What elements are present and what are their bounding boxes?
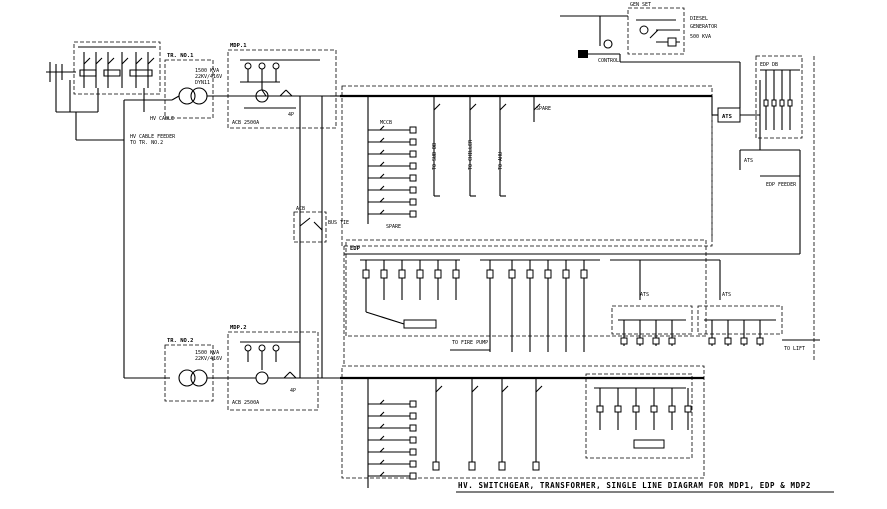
mdp1-feeder-column: MCCB SPARE — [367, 96, 417, 230]
edp-label: EDP — [350, 246, 361, 252]
mdp2-feeder-column — [367, 378, 417, 488]
transformer-1: TR. NO.1 1500 KVA 22KV/416V DYN11 — [164, 53, 230, 119]
svg-text:GEN SET: GEN SET — [630, 2, 651, 8]
svg-text:4P: 4P — [288, 112, 294, 118]
svg-text:TO LIFT: TO LIFT — [784, 346, 805, 352]
svg-text:HV CABLE: HV CABLE — [150, 116, 174, 122]
mdp1-label: MDP.1 — [230, 43, 247, 49]
mdp1-incomer: MDP.1 ACB 2500A 4P — [227, 43, 337, 129]
svg-text:ATS: ATS — [640, 292, 649, 298]
mdp2-sub-db — [585, 373, 693, 459]
svg-text:CONTROL: CONTROL — [598, 58, 619, 64]
mdp2-label: MDP.2 — [230, 325, 247, 331]
svg-text:4P: 4P — [290, 388, 296, 394]
drawing-title: HV. SWITCHGEAR, TRANSFORMER, SINGLE LINE… — [458, 481, 811, 490]
edp-sub-panels: ATS ATS TO LIFT — [610, 259, 820, 352]
edp-feeders-mid: TO FIRE PUMP — [450, 259, 600, 352]
ats-label: ATS — [722, 114, 732, 120]
svg-text:EDP FEEDER: EDP FEEDER — [766, 182, 797, 188]
svg-text:BUS TIE: BUS TIE — [328, 220, 349, 226]
edp-feeders-left — [360, 259, 460, 329]
edp-panel-outline — [345, 239, 707, 337]
svg-text:ATS: ATS — [744, 158, 753, 164]
svg-text:ACB 2500A: ACB 2500A — [232, 400, 259, 406]
svg-text:HV CABLE FEEDER: HV CABLE FEEDER — [130, 134, 176, 140]
svg-text:MCCB: MCCB — [380, 120, 392, 126]
svg-text:22KV/416V: 22KV/416V — [195, 74, 222, 80]
hv-feeder-switches — [79, 52, 155, 88]
transformer-2-label: TR. NO.2 — [167, 338, 194, 344]
svg-text:ACB 2500A: ACB 2500A — [232, 120, 259, 126]
hv-incoming-cable — [46, 62, 98, 113]
svg-text:SPARE: SPARE — [536, 106, 551, 112]
svg-text:1500 KVA: 1500 KVA — [195, 68, 219, 74]
svg-text:ACB: ACB — [296, 206, 305, 212]
mdp1-meters — [240, 62, 280, 83]
svg-text:EDP DB: EDP DB — [760, 62, 778, 68]
svg-text:TO SUB DB: TO SUB DB — [432, 143, 438, 170]
transformer-1-label: TR. NO.1 — [167, 53, 194, 59]
svg-text:500 KVA: 500 KVA — [690, 34, 711, 40]
edp-right-feeders: EDP DB EDP FEEDER — [755, 55, 803, 188]
generator: GEN SET DIESEL GENERATOR 500 KVA CONTROL — [560, 2, 741, 108]
mdp2-panel-outline — [341, 365, 705, 479]
svg-text:TO FIRE PUMP: TO FIRE PUMP — [452, 340, 488, 346]
svg-text:TO AHU: TO AHU — [498, 152, 504, 170]
mdp2-large-feeders — [432, 378, 543, 471]
svg-text:TO TR. NO.2: TO TR. NO.2 — [130, 140, 163, 146]
svg-text:SPARE: SPARE — [386, 224, 401, 230]
svg-text:DYN11: DYN11 — [195, 80, 210, 86]
transformer-2: TR. NO.2 1500 KVA 22KV/416V — [164, 338, 230, 402]
svg-text:1500 KVA: 1500 KVA — [195, 350, 219, 356]
svg-text:ATS: ATS — [722, 292, 731, 298]
mdp1-large-feeders: TO SUB DB TO CHILLER TO AHU SPARE — [432, 96, 551, 197]
svg-text:GENERATOR: GENERATOR — [690, 24, 718, 30]
bus-tie: BUS TIE ACB — [293, 96, 349, 378]
svg-text:TO CHILLER: TO CHILLER — [468, 139, 474, 170]
svg-text:22KV/416V: 22KV/416V — [195, 356, 222, 362]
mdp2-incomer: MDP.2 ACB 2500A 4P — [227, 325, 350, 411]
svg-text:DIESEL: DIESEL — [690, 16, 708, 22]
hv-switchgear: HV CABLE HV CABLE FEEDER TO TR. NO.2 — [46, 41, 176, 146]
